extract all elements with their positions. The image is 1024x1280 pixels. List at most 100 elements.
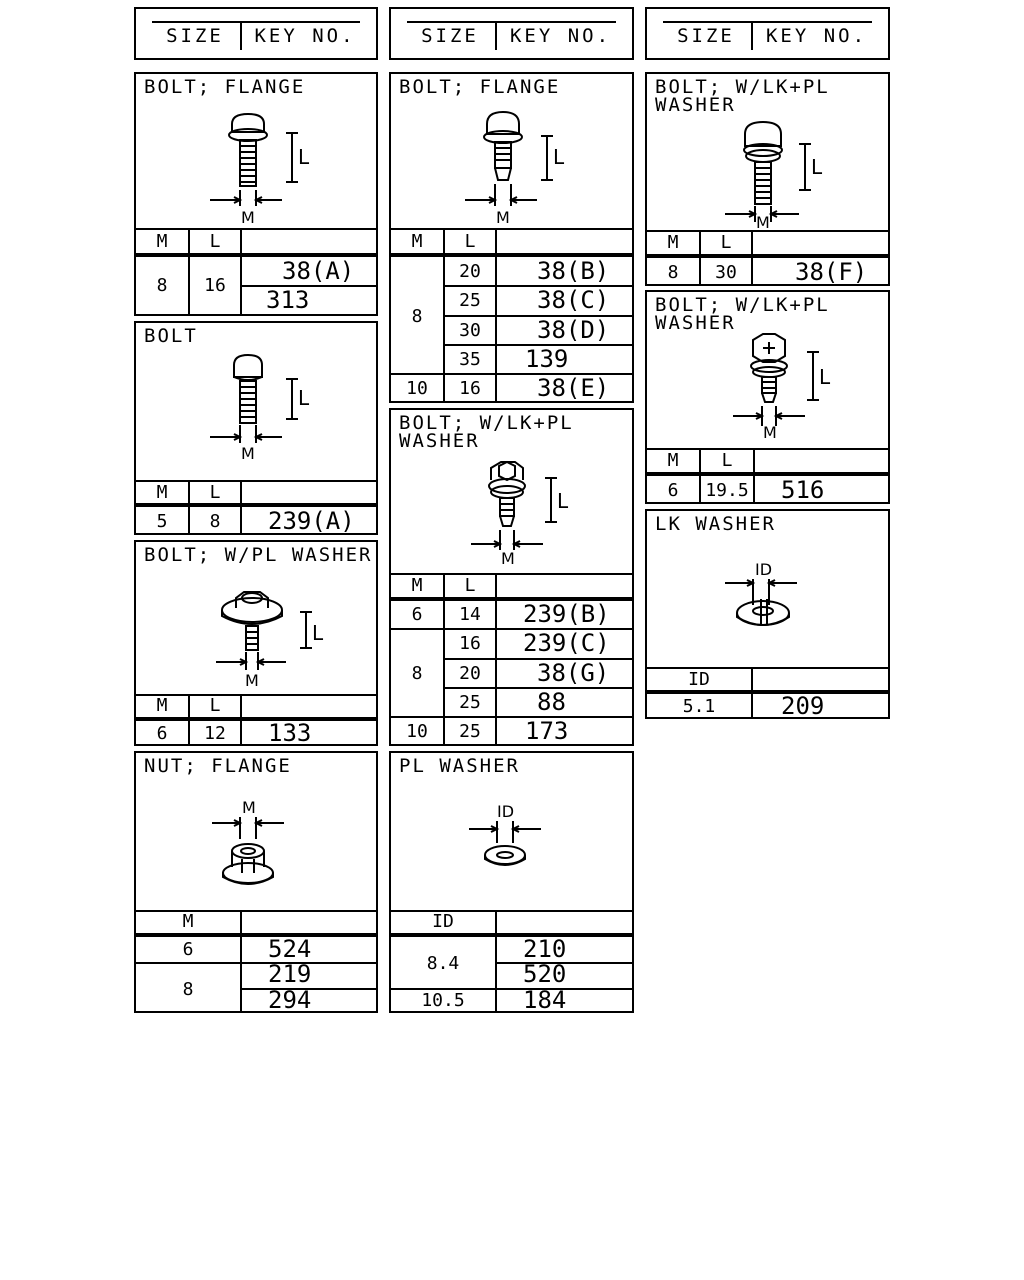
block-title: BOLT; FLANGE bbox=[399, 76, 561, 98]
dim-label-id: ID bbox=[497, 802, 514, 821]
block-bolt-lk-pl-washer-c: BOLT; W/LK+PL WASHER L M M L 6 19.5 516 bbox=[645, 290, 890, 504]
dim-label-m: M bbox=[496, 208, 510, 226]
block-bolt-lk-pl-washer-b: BOLT; W/LK+PL WASHER L M M L 8 30 38(F) bbox=[645, 72, 890, 286]
block-title: PL WASHER bbox=[399, 755, 520, 777]
size-m: 8 bbox=[667, 262, 679, 283]
size-l: 20 bbox=[459, 663, 481, 684]
size-m: 6 bbox=[667, 480, 679, 501]
dim-label-l: L bbox=[819, 365, 831, 389]
block-title: LK WASHER bbox=[655, 513, 776, 535]
plain-washer-icon: ID bbox=[469, 802, 541, 866]
block-title: NUT; FLANGE bbox=[144, 755, 292, 777]
col-l: L bbox=[720, 232, 732, 253]
col-m: M bbox=[182, 911, 194, 932]
block-title: BOLT bbox=[144, 325, 198, 347]
size-id: 10.5 bbox=[421, 990, 465, 1011]
size-l: 12 bbox=[204, 723, 226, 744]
key-no: 520 bbox=[523, 960, 567, 988]
dim-label-l: L bbox=[298, 386, 310, 410]
key-no: 239(B) bbox=[523, 600, 610, 628]
size-l: 25 bbox=[459, 721, 481, 742]
size-l: 25 bbox=[459, 692, 481, 713]
block-title: BOLT; W/LK+PL WASHER bbox=[655, 76, 830, 116]
col-l: L bbox=[721, 450, 733, 471]
size-id: 8.4 bbox=[426, 953, 460, 974]
col-l: L bbox=[464, 231, 476, 252]
size-l: 16 bbox=[459, 633, 481, 654]
key-no: 38(C) bbox=[537, 286, 610, 314]
col-l: L bbox=[209, 482, 221, 503]
col-l: L bbox=[464, 575, 476, 596]
key-no: 38(D) bbox=[537, 316, 610, 344]
col-m: M bbox=[156, 695, 168, 716]
key-no: 38(G) bbox=[537, 659, 610, 687]
phillips-bolt-lk-washer-icon: L M bbox=[733, 333, 831, 442]
dim-label-l: L bbox=[553, 145, 565, 169]
key-no: 239(A) bbox=[268, 507, 355, 535]
col-m: M bbox=[411, 575, 423, 596]
flange-bolt-icon: L M bbox=[465, 110, 565, 226]
dim-label-l: L bbox=[811, 155, 823, 179]
key-no: 139 bbox=[525, 345, 569, 373]
key-no: 239(C) bbox=[523, 629, 610, 657]
block-bolt-lk-pl-washer-a: BOLT; W/LK+PL WASHER L M M L 6 14 239(B)… bbox=[389, 408, 634, 746]
dim-label-m: M bbox=[241, 444, 255, 463]
hex-bolt-icon: L M bbox=[210, 353, 310, 463]
size-m: 6 bbox=[182, 939, 194, 960]
dim-label-m: M bbox=[242, 798, 256, 817]
col-m: M bbox=[667, 232, 679, 253]
key-no: 313 bbox=[266, 286, 310, 314]
size-m: 6 bbox=[411, 604, 423, 625]
key-no: 133 bbox=[268, 719, 312, 747]
col-m: M bbox=[667, 450, 679, 471]
key-no: 88 bbox=[537, 688, 566, 716]
block-title: BOLT; W/LK+PL WASHER bbox=[655, 294, 830, 334]
size-l: 14 bbox=[459, 604, 481, 625]
block-title: BOLT; W/PL WASHER bbox=[144, 544, 373, 566]
col-l: L bbox=[209, 231, 221, 252]
size-id: 5.1 bbox=[682, 696, 716, 717]
block-bolt: BOLT L M M L 5 8 239(A) bbox=[134, 321, 378, 535]
header-size-key-3: SIZE KEY NO. bbox=[645, 7, 890, 60]
size-l: 16 bbox=[204, 275, 226, 296]
header-size-key-1: SIZE KEY NO. bbox=[134, 7, 378, 60]
col-id: ID bbox=[432, 911, 454, 932]
key-no: 38(A) bbox=[282, 257, 355, 285]
size-m: 8 bbox=[156, 275, 168, 296]
key-no: 524 bbox=[268, 935, 312, 963]
key-no: 516 bbox=[781, 476, 825, 504]
block-title: BOLT; FLANGE bbox=[144, 76, 306, 98]
key-no: 219 bbox=[268, 960, 312, 988]
size-l: 30 bbox=[715, 262, 737, 283]
size-m: 5 bbox=[156, 511, 168, 532]
key-no-header: KEY NO. bbox=[765, 25, 868, 47]
lock-washer-icon: ID bbox=[725, 560, 797, 626]
col-l: L bbox=[209, 695, 221, 716]
size-l: 16 bbox=[459, 378, 481, 399]
size-l: 25 bbox=[459, 290, 481, 311]
flange-bolt-icon: L M bbox=[210, 112, 310, 226]
block-lk-washer: LK WASHER ID ID 5.1 209 bbox=[645, 509, 890, 720]
key-no-header: KEY NO. bbox=[509, 25, 612, 47]
header-size-key-2: SIZE KEY NO. bbox=[389, 7, 634, 60]
key-no: 38(B) bbox=[537, 257, 610, 285]
size-l: 20 bbox=[459, 261, 481, 282]
block-nut-flange: NUT; FLANGE M M 6 524 8 219 294 bbox=[134, 751, 378, 1014]
col-m: M bbox=[411, 231, 423, 252]
dim-label-id: ID bbox=[755, 560, 772, 579]
size-l: 8 bbox=[209, 511, 221, 532]
size-m: 6 bbox=[156, 723, 168, 744]
bolt-lk-washer-icon: L M bbox=[471, 460, 569, 568]
flange-nut-icon: M bbox=[212, 798, 284, 885]
size-header: SIZE bbox=[677, 25, 735, 47]
size-header: SIZE bbox=[421, 25, 479, 47]
key-no-header: KEY NO. bbox=[254, 25, 356, 47]
dim-label-m: M bbox=[245, 671, 259, 690]
dim-label-m: M bbox=[756, 213, 770, 230]
dim-label-l: L bbox=[312, 621, 324, 645]
block-pl-washer: PL WASHER ID ID 8.4 210 520 10.5 184 bbox=[389, 751, 634, 1014]
size-l: 35 bbox=[459, 349, 481, 370]
dim-label-l: L bbox=[557, 489, 569, 513]
key-no: 209 bbox=[781, 692, 825, 720]
key-no: 184 bbox=[523, 986, 567, 1014]
